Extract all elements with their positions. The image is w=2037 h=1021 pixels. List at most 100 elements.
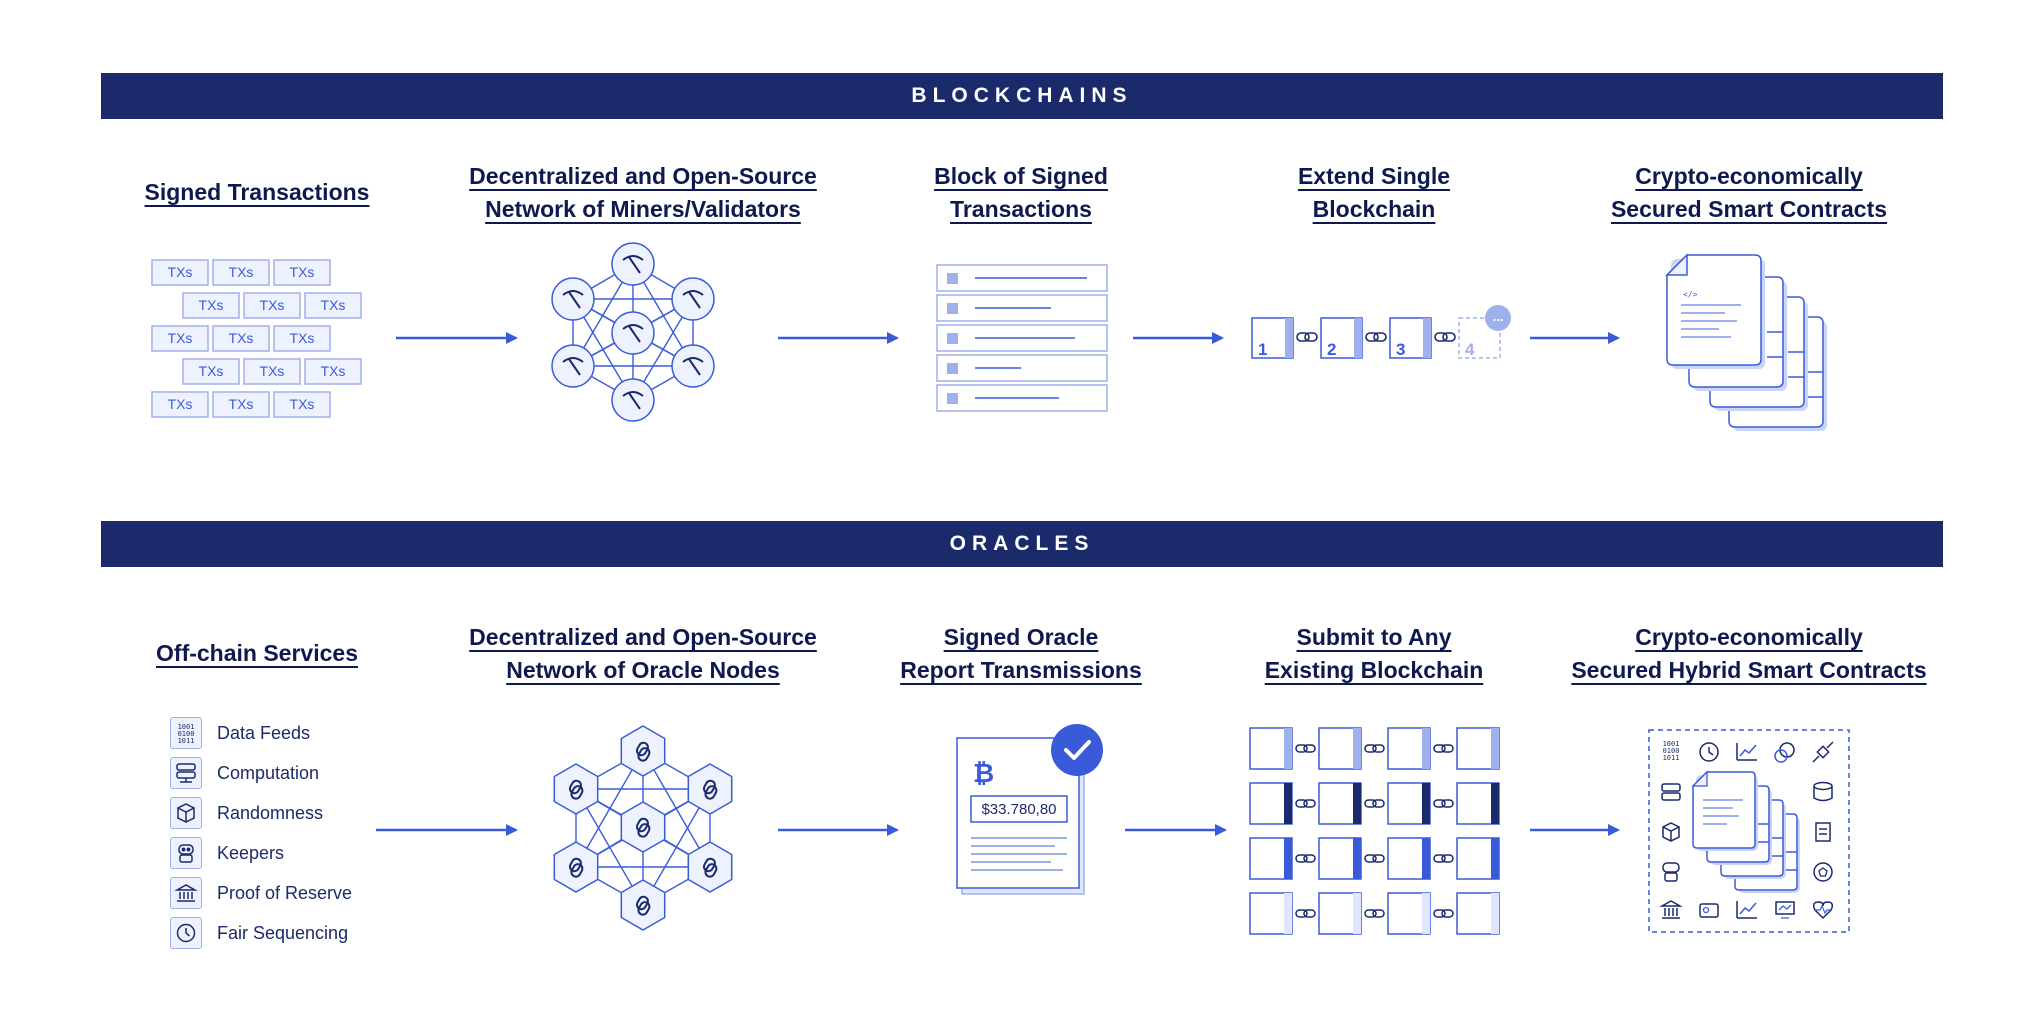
step-title-oracle-reports: Signed Oracle Report Transmissions	[900, 624, 1142, 683]
oracles-header-band: ORACLES	[101, 521, 1943, 567]
server-icon	[1661, 783, 1681, 801]
miner-node-pickaxe-icon	[551, 277, 595, 321]
service-label: Keepers	[217, 842, 285, 863]
database-icon	[1813, 781, 1833, 802]
oracle-node-link-icon	[620, 801, 666, 853]
svg-text:1011: 1011	[178, 737, 195, 745]
service-label: Proof of Reserve	[217, 882, 353, 903]
chain-link-icon	[1433, 799, 1454, 808]
svg-text:TXs: TXs	[290, 396, 315, 412]
chain-block	[1249, 892, 1293, 935]
monitor-icon	[1775, 901, 1795, 919]
tx-box: TXs	[304, 358, 362, 385]
step-title-oracle-network: Decentralized and Open-Source Network of…	[469, 624, 817, 683]
block-row	[936, 384, 1108, 412]
clock-icon	[1699, 742, 1719, 762]
cube-icon	[1662, 822, 1680, 842]
coins-icon	[1774, 742, 1795, 763]
svg-text:TXs: TXs	[260, 297, 285, 313]
step-title-signed-transactions: Signed Transactions	[144, 179, 370, 205]
chain-block	[1249, 782, 1293, 825]
chain-link-icon	[1433, 744, 1454, 753]
contract-page: </>	[1665, 253, 1765, 369]
tx-box: TXs	[273, 391, 331, 418]
bitcoin-icon: ₿	[973, 759, 994, 789]
chain-block-1: 1	[1251, 317, 1294, 359]
svg-text:TXs: TXs	[290, 264, 315, 280]
chain-block	[1318, 727, 1362, 770]
step-title-extend-blockchain: Extend Single Blockchain	[1297, 163, 1451, 222]
chain-block	[1318, 782, 1362, 825]
robot-icon	[1662, 862, 1680, 882]
chain-block-4-number: 4	[1465, 340, 1475, 359]
svg-text:1001: 1001	[1663, 740, 1680, 748]
oracle-node-link-icon	[553, 763, 599, 815]
svg-text:TXs: TXs	[260, 363, 285, 379]
multi-blockchain-grid	[1249, 727, 1500, 935]
svg-text:TXs: TXs	[321, 297, 346, 313]
chain-link-icon	[1364, 799, 1385, 808]
chain-block	[1456, 892, 1500, 935]
chain-link-icon	[1295, 854, 1316, 863]
chain-block-4-pending: 4 ...	[1458, 305, 1511, 359]
heartbeat-icon	[1812, 901, 1834, 920]
service-fair-sequencing: Fair Sequencing	[170, 913, 352, 953]
chain-block-3-number: 3	[1396, 340, 1405, 359]
svg-text:TXs: TXs	[229, 264, 254, 280]
document-icon	[1815, 822, 1831, 842]
step-title-hybrid-contracts: Crypto-economically Secured Hybrid Smart…	[1571, 624, 1927, 683]
tx-box: TXs	[151, 259, 209, 286]
signed-block-list	[936, 264, 1108, 412]
chain-block-2: 2	[1320, 317, 1363, 359]
service-randomness: Randomness	[170, 793, 352, 833]
tx-box: TXs	[182, 358, 240, 385]
check-circle-icon	[1051, 724, 1103, 776]
chain-link-icon	[1295, 909, 1316, 918]
tx-box: TXs	[212, 259, 270, 286]
satellite-icon	[1812, 741, 1834, 763]
tx-box: TXs	[243, 358, 301, 385]
chain-block	[1456, 782, 1500, 825]
tx-box: TXs	[212, 391, 270, 418]
chain-link-icon	[1296, 332, 1318, 342]
robot-icon	[170, 837, 202, 869]
chain-block	[1456, 837, 1500, 880]
tx-box: TXs	[182, 292, 240, 319]
chain-block	[1249, 727, 1293, 770]
block-row	[936, 324, 1108, 352]
server-icon	[170, 757, 202, 789]
oracle-node-link-icon	[553, 841, 599, 893]
miner-node-pickaxe-icon	[611, 311, 655, 355]
svg-text:TXs: TXs	[168, 396, 193, 412]
service-proof-of-reserve: Proof of Reserve	[170, 873, 352, 913]
svg-text:₿: ₿	[973, 759, 994, 789]
block-row	[936, 264, 1108, 292]
bank-icon	[170, 877, 202, 909]
step-title-block-of-transactions: Block of Signed Transactions	[934, 163, 1108, 222]
step-title-offchain-services: Off-chain Services	[156, 640, 358, 666]
price-box	[970, 795, 1068, 823]
chain-link-icon	[1295, 744, 1316, 753]
chain-block	[1387, 782, 1431, 825]
id-card-icon	[1699, 903, 1719, 918]
chain-link-icon	[1364, 854, 1385, 863]
oracle-node-link-icon	[620, 879, 666, 931]
svg-text:TXs: TXs	[199, 363, 224, 379]
svg-text:1001: 1001	[178, 723, 195, 731]
svg-text:TXs: TXs	[290, 330, 315, 346]
service-label: Fair Sequencing	[217, 922, 349, 943]
tx-box: TXs	[212, 325, 270, 352]
chain-link-icon	[1295, 799, 1316, 808]
svg-text:0100: 0100	[178, 730, 195, 738]
block-row	[936, 294, 1108, 322]
chain-link-icon	[1364, 909, 1385, 918]
pending-badge: ...	[1493, 309, 1504, 324]
tx-box: TXs	[243, 292, 301, 319]
step-title-miner-network: Decentralized and Open-Source Network of…	[469, 163, 817, 222]
signed-oracle-report: ₿ $33.780,80	[956, 724, 1103, 895]
